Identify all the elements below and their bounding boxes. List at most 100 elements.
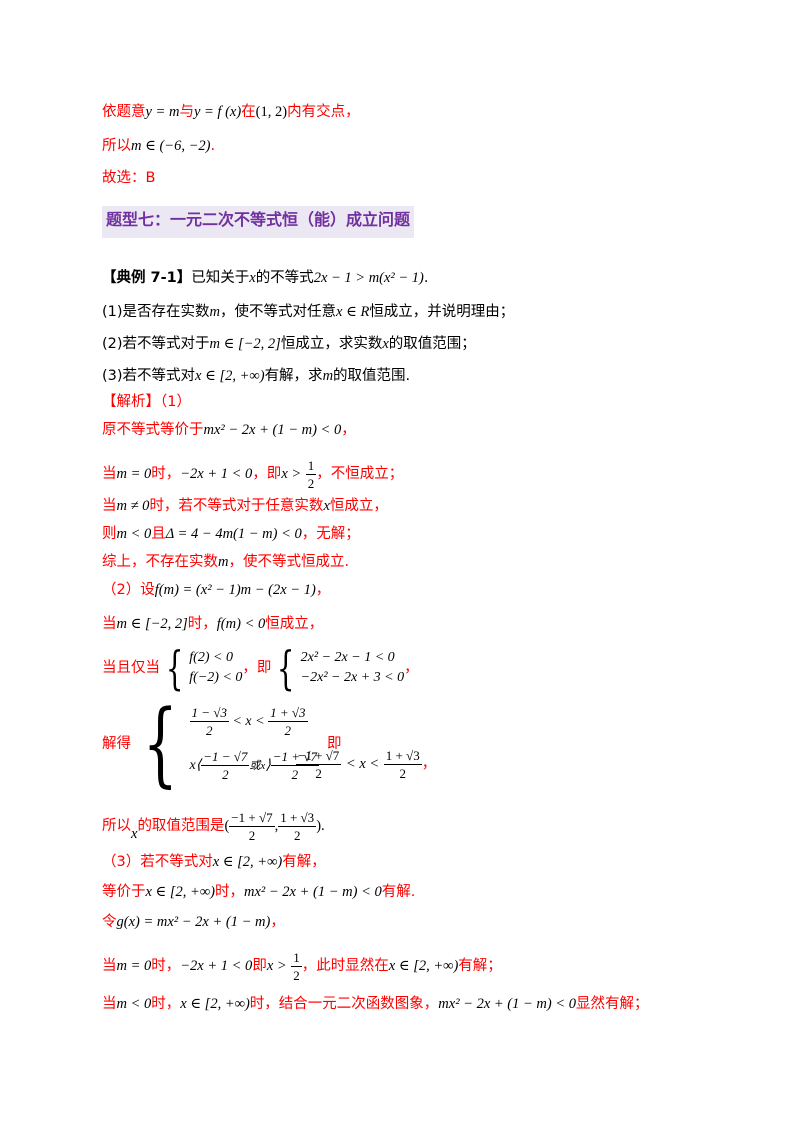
math: x (249, 270, 256, 286)
text: 所以 (102, 818, 131, 834)
equation: f(2) < 0 (189, 650, 233, 665)
text: 当 (102, 958, 117, 974)
text: 恒成立， (265, 616, 324, 632)
text: 恒成立，求实数 (280, 336, 383, 352)
text: 恒成立， (329, 498, 388, 514)
solution-label: 【解析】（1） (102, 394, 191, 410)
left-brace-icon: { (142, 690, 178, 797)
math: x ∈ [2, +∞) (388, 958, 459, 974)
text: 显然有解； (576, 996, 649, 1012)
text: 已知关于 (191, 270, 250, 286)
text: 内有交点， (287, 104, 360, 120)
math: < x < (232, 714, 265, 729)
text: (3)若不等式对 (102, 368, 196, 384)
text-line: 令g(x) = mx² − 2x + (1 − m)， (102, 912, 285, 932)
text: ， (421, 756, 437, 772)
numerator: 1 + √3 (383, 747, 422, 765)
math: x > (266, 958, 287, 974)
text: 等价于 (102, 884, 146, 900)
math: m ∈ [−2, 2] (209, 336, 281, 352)
numerator: −1 + √7 (229, 809, 275, 827)
text: 综上，不存在实数 (102, 554, 218, 570)
example-label: 【典例 7-1】 (102, 270, 192, 286)
numerator: 1 − √3 (189, 705, 229, 723)
text-line: 综上，不存在实数m，使不等式恒成立. (102, 552, 349, 572)
text: ，即 (252, 466, 282, 482)
text: ， (270, 914, 285, 930)
text: . (423, 270, 429, 286)
math: 或x (249, 760, 266, 772)
math: f(m) = (x² − 1)m − (2x − 1) (154, 582, 316, 598)
text: 当且仅当 (102, 660, 160, 676)
numerator: 1 (305, 457, 317, 475)
left-brace-icon: { (277, 641, 295, 695)
math: x ∈ [2, +∞) (195, 368, 265, 384)
example-line: 【典例 7-1】已知关于x的不等式2x − 1 > m(x² − 1). (102, 268, 429, 288)
text: 有解， (282, 854, 326, 870)
math: Δ = 4 − 4m(1 − m) < 0 (165, 526, 302, 542)
math: m (218, 554, 229, 570)
text: 且 (151, 526, 166, 542)
text: 时， (151, 996, 181, 1012)
math: (1, 2) (255, 104, 288, 120)
text: 即 (326, 736, 342, 752)
text: ，不恒成立； (316, 466, 404, 482)
numerator: −1 + √7 (296, 747, 342, 765)
text: 原不等式等价于 (102, 422, 204, 438)
text: 令 (102, 914, 117, 930)
math: x ∈ [2, +∞) (145, 884, 216, 900)
text: 当 (102, 616, 117, 632)
left-brace-icon: { (165, 641, 184, 695)
denominator: 2 (248, 827, 256, 843)
denominator: 2 (293, 967, 300, 983)
text-line: 当m ≠ 0时，若不等式对于任意实数x恒成立， (102, 496, 388, 516)
math: 2x − 1 > m(x² − 1) (313, 270, 424, 286)
math: m (209, 304, 221, 320)
math: , (274, 818, 279, 834)
math: mx² − 2x + (1 − m) < 0 (203, 422, 342, 438)
numerator: −1 − √7 (201, 749, 250, 767)
system: 2x² − 2x − 1 < 0−2x² − 2x + 3 < 0 (301, 648, 404, 688)
math: m < 0 (116, 526, 152, 542)
section-heading: 题型七：一元二次不等式恒（能）成立问题 (102, 206, 415, 238)
numerator: 1 + √3 (268, 705, 308, 723)
math: m = 0 (116, 958, 152, 974)
math: m = 0 (116, 466, 152, 482)
math: m (322, 368, 334, 384)
text-line: 当m ∈ [−2, 2]时，f(m) < 0恒成立， (102, 614, 323, 634)
text: 有解； (458, 958, 502, 974)
text: 恒成立，并说明理由； (369, 304, 515, 320)
text: ，此时显然在 (301, 958, 389, 974)
text: ，即 (242, 660, 272, 676)
text: ，使不等式恒成立. (228, 554, 350, 570)
math: x > (281, 466, 302, 482)
math: m ≠ 0 (116, 498, 150, 514)
denominator: 2 (222, 767, 229, 783)
text: ， (315, 582, 331, 598)
text: 时， (151, 466, 181, 482)
math: y = f (x) (193, 104, 242, 120)
text: 时， (215, 884, 245, 900)
denominator: 2 (284, 723, 292, 739)
denominator: 2 (206, 723, 213, 739)
math: x (323, 498, 330, 514)
math: mx² − 2x + (1 − m) < 0 (244, 884, 382, 900)
text: 有解. (381, 884, 416, 900)
text: 解得 (102, 736, 131, 752)
equation: −2x² − 2x + 3 < 0 (300, 670, 405, 685)
text: 所以 (102, 138, 131, 154)
